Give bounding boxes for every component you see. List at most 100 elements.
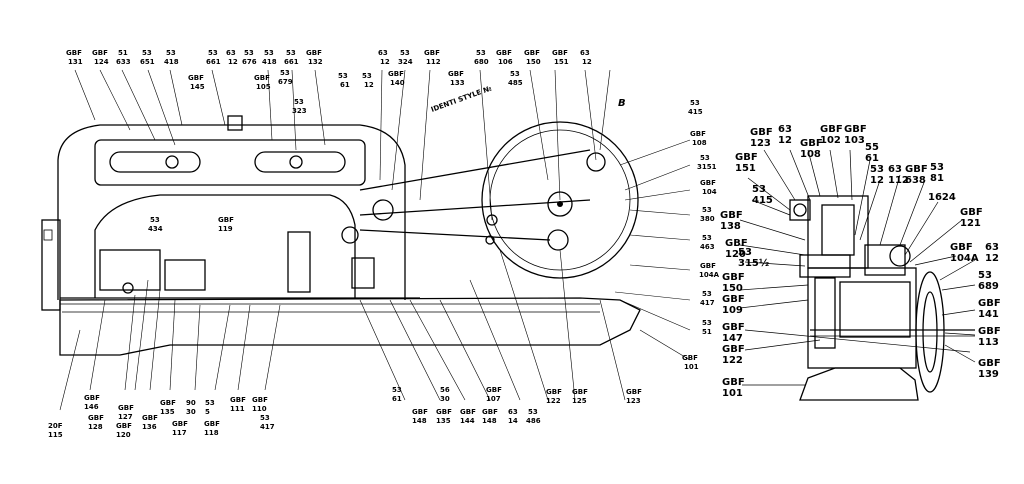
- callout: 20F: [48, 422, 63, 430]
- callout: GBF: [388, 70, 404, 78]
- callout: 122: [546, 397, 561, 405]
- callout: 53: [400, 49, 410, 57]
- right-machine-drawing: [789, 195, 975, 401]
- callout: 51: [702, 328, 712, 336]
- callout: 417: [700, 299, 715, 307]
- callout: 1624: [928, 192, 956, 203]
- callout: GBF: [546, 388, 562, 396]
- callout: 124: [94, 58, 109, 66]
- callout: 53: [244, 49, 254, 57]
- callout: GBF: [142, 414, 158, 422]
- callout: 104A: [699, 271, 720, 279]
- callout: 53: [260, 414, 270, 422]
- callout: 53: [208, 49, 218, 57]
- callout: 145: [190, 83, 205, 91]
- callout: GBF: [116, 422, 132, 430]
- callout: 676: [242, 58, 257, 66]
- callout: 53: [702, 290, 712, 298]
- callout: 53: [338, 72, 348, 80]
- right-leader-lines: [739, 149, 976, 386]
- callout: 63: [226, 49, 236, 57]
- callout: 51: [118, 49, 128, 57]
- callout: 128: [88, 423, 103, 431]
- callout: 151: [554, 58, 569, 66]
- callout: GBF: [486, 386, 502, 394]
- callout: 63: [508, 408, 518, 416]
- callout: GBF: [218, 216, 234, 224]
- callout: 53: [294, 98, 304, 106]
- callout: 5: [205, 408, 210, 416]
- callout: GBF: [424, 49, 440, 57]
- callout: 144: [460, 417, 475, 425]
- callout: 120: [116, 431, 131, 439]
- callout: 148: [482, 417, 497, 425]
- callout: 63: [580, 49, 590, 57]
- callout: 680: [474, 58, 489, 66]
- callout: GBF: [700, 262, 716, 270]
- callout: GBF: [172, 420, 188, 428]
- callout: GBF: [552, 49, 568, 57]
- callout: GBF: [412, 408, 428, 416]
- callout: 53: [690, 99, 700, 107]
- callout: 415: [688, 108, 703, 116]
- callout: 485: [508, 79, 523, 87]
- callout: GBF: [92, 49, 108, 57]
- callout: GBF: [436, 408, 452, 416]
- callout: 150: [526, 58, 541, 66]
- callout: GBF: [254, 74, 270, 82]
- callout: 53: [700, 154, 710, 162]
- callout: GBF: [88, 414, 104, 422]
- callout: 53: [702, 234, 712, 242]
- callout: 133: [450, 79, 465, 87]
- callout: 486: [526, 417, 541, 425]
- callout: GBF: [252, 396, 268, 404]
- callout: 61: [392, 395, 402, 403]
- callout: 61: [340, 81, 350, 89]
- callout: GBF: [524, 49, 540, 57]
- callout: 3151: [697, 163, 717, 171]
- callout: 14: [508, 417, 518, 425]
- left-bottom-labels: GBF 146 GBF 128 GBF 127 GBF 120 GBF 136 …: [48, 386, 642, 439]
- callout: 53: [528, 408, 538, 416]
- callout: 148: [412, 417, 427, 425]
- callout: 324: [398, 58, 413, 66]
- callout: 12: [582, 58, 592, 66]
- callout: GBF: [306, 49, 322, 57]
- callout: 111: [230, 405, 245, 413]
- callout: 53: [142, 49, 152, 57]
- callout: 633: [116, 58, 131, 66]
- callout: GBF: [84, 394, 100, 402]
- callout: 53: [702, 206, 712, 214]
- callout: 651: [140, 58, 155, 66]
- callout: 105: [256, 83, 271, 91]
- callout: 135: [436, 417, 451, 425]
- callout: 30: [440, 395, 450, 403]
- callout: 323: [292, 107, 307, 115]
- callout: 135: [160, 408, 175, 416]
- callout: 53: [362, 72, 372, 80]
- callout: 112: [426, 58, 441, 66]
- callout: 108: [692, 139, 707, 147]
- callout: GBF: [700, 179, 716, 187]
- callout: GBF: [572, 388, 588, 396]
- ident-style-label: IDENTI STYLE №: [430, 84, 493, 114]
- callout: 56: [440, 386, 450, 394]
